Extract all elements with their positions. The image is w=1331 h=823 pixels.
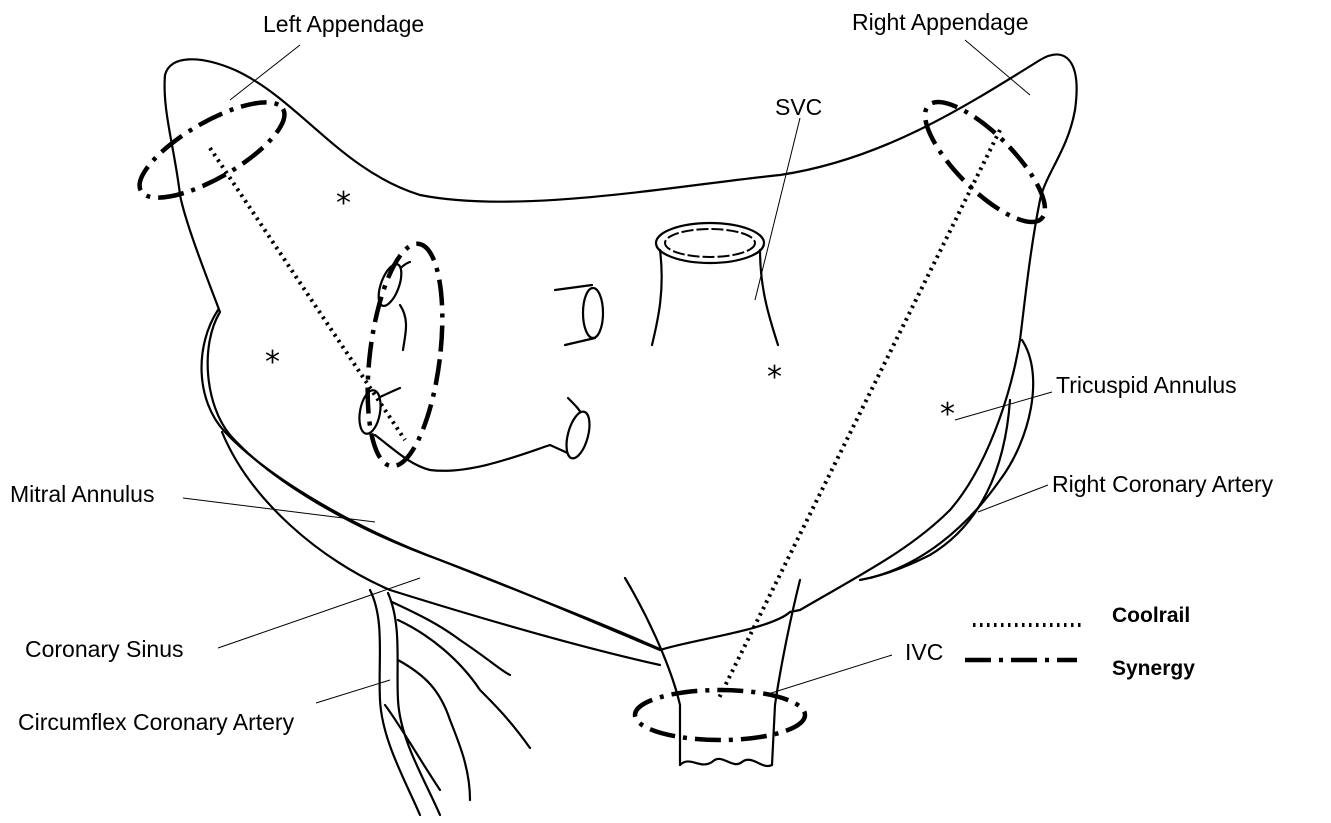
synergy-ivc [635,690,805,740]
label-ivc: IVC [905,639,943,665]
label-coronary-sinus: Coronary Sinus [25,636,184,662]
label-right-appendage: Right Appendage [852,9,1029,35]
asterisk-marker: * [336,186,351,221]
legend-synergy-label: Synergy [1112,657,1195,680]
right-coronary-artery-outline [860,400,1010,580]
leader-mitral-annulus [183,498,375,522]
tricuspid-annulus-band [870,340,1033,578]
asterisk-marker: * [940,397,955,432]
label-svc: SVC [775,94,822,120]
label-mitral-annulus: Mitral Annulus [10,481,154,507]
label-circumflex-coronary-artery: Circumflex Coronary Artery [18,709,295,735]
leader-tricuspid-annulus [955,392,1052,420]
pulmonary-vein-rsu-opening [583,288,603,338]
atrium-outline [165,54,1077,650]
leader-ivc [765,655,892,695]
legend-coolrail-label: Coolrail [1112,604,1190,627]
legend: Coolrail Synergy [965,604,1195,680]
leader-coronary-sinus [218,578,420,648]
pulmonary-vein-lsi [375,388,550,471]
svc-wall-right [760,250,778,345]
leader-svc [755,118,800,300]
ivc-wall-right [772,580,800,765]
ivc-cut-edge [680,759,772,766]
synergy-left-appendage [127,85,297,215]
label-left-appendage: Left Appendage [263,11,424,37]
synergy-left-pulmonary-veins [357,240,454,471]
asterisk-marker: * [265,345,280,380]
asterisk-marker: * [767,360,782,395]
pulmonary-vein-rsi-opening [562,409,594,461]
svc-wall-left [652,250,662,345]
label-tricuspid-annulus: Tricuspid Annulus [1056,372,1237,398]
label-right-coronary-artery: Right Coronary Artery [1052,471,1274,497]
circumflex-artery [370,590,530,815]
coronary-sinus-outline [222,432,660,665]
coolrail-right-line [718,130,1000,700]
